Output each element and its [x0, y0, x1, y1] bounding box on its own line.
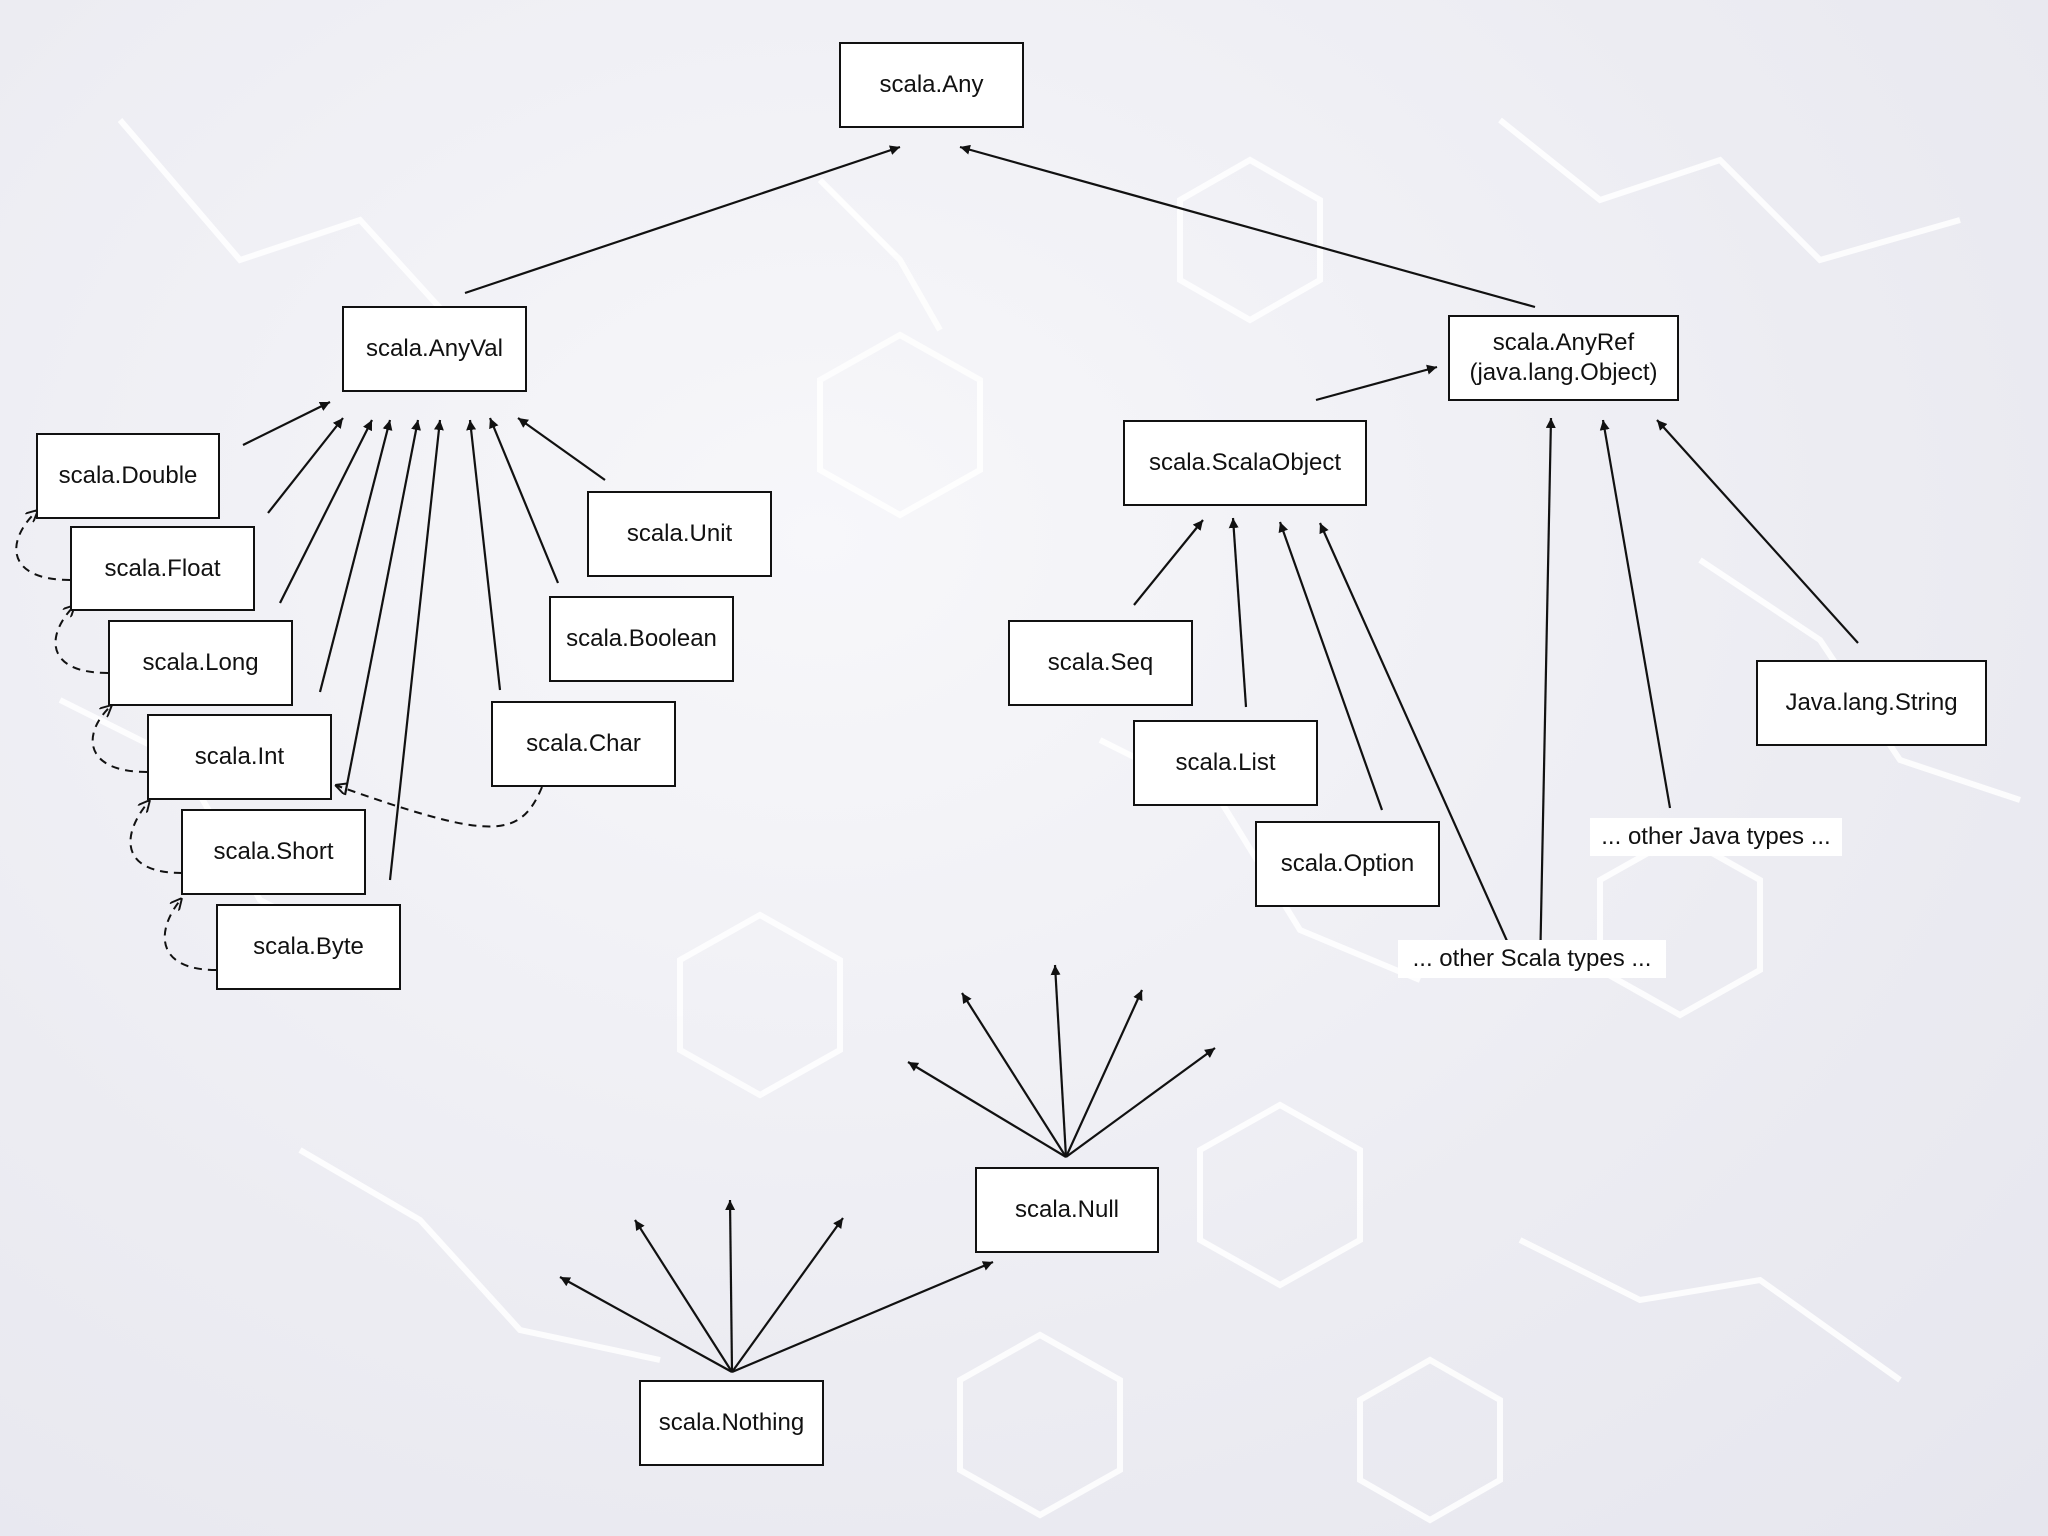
edge-double-anyval [242, 401, 331, 446]
node-scala-boolean: scala.Boolean [549, 596, 734, 682]
node-label-line2: (java.lang.Object) [1469, 359, 1658, 386]
label-other-java-types: ... other Java types ... [1590, 818, 1842, 856]
edge-boolean-anyval [488, 417, 560, 584]
label-other-scala-types: ... other Scala types ... [1398, 940, 1666, 978]
edge-int-long-dashed [91, 705, 148, 773]
edge-list-scalaobject [1228, 517, 1248, 708]
node-label: scala.ScalaObject [1148, 449, 1342, 476]
edge-null-out-3 [1050, 964, 1068, 1158]
edge-string-anyref [1656, 419, 1859, 644]
edge-long-float-dashed [54, 605, 109, 674]
edge-unit-anyval [517, 417, 606, 481]
node-label: scala.Byte [253, 933, 364, 960]
node-scala-any: scala.Any [839, 42, 1024, 128]
node-label: scala.Any [879, 71, 984, 98]
edge-null-out-1 [907, 1061, 1067, 1158]
edge-seq-scalaobject [1133, 519, 1204, 606]
node-label: scala.Int [194, 743, 285, 770]
edge-null-out-5 [1065, 1047, 1216, 1158]
edge-float-double-dashed [15, 510, 71, 581]
node-label: scala.Option [1280, 850, 1415, 877]
node-scala-int: scala.Int [147, 714, 332, 800]
node-label: scala.Boolean [566, 625, 717, 652]
edge-nothing-out-4 [731, 1217, 844, 1373]
node-label: ... other Java types ... [1601, 823, 1831, 850]
node-scala-short: scala.Short [181, 809, 366, 895]
edge-anyref-any [959, 144, 1536, 309]
edge-null-out-2 [961, 992, 1067, 1158]
node-scala-double: scala.Double [36, 433, 220, 519]
node-scala-seq: scala.Seq [1008, 620, 1193, 706]
node-scala-float: scala.Float [70, 526, 255, 611]
edge-option-scalaobject [1278, 521, 1384, 811]
node-label: scala.List [1175, 749, 1276, 776]
node-scala-long: scala.Long [108, 620, 293, 706]
node-label: scala.Short [213, 838, 334, 865]
node-label: Java.lang.String [1785, 689, 1958, 716]
edge-otherjava-anyref [1599, 419, 1672, 809]
edge-int-anyval [318, 419, 393, 693]
edge-otherscala-anyref [1538, 417, 1556, 971]
node-scala-char: scala.Char [491, 701, 676, 787]
node-scala-nothing: scala.Nothing [639, 1380, 824, 1466]
node-label: scala.Double [58, 462, 198, 489]
node-scala-anyval: scala.AnyVal [342, 306, 527, 392]
node-scala-byte: scala.Byte [216, 904, 401, 990]
edge-nothing-out-3 [725, 1199, 736, 1373]
node-scala-option: scala.Option [1255, 821, 1440, 907]
edge-short-anyval [343, 419, 421, 796]
node-scala-unit: scala.Unit [587, 491, 772, 577]
node-label: scala.Char [526, 730, 641, 757]
edge-null-out-4 [1064, 989, 1144, 1158]
edge-byte-anyval [388, 419, 444, 881]
edge-char-int-dashed [335, 785, 543, 828]
edge-otherscala-scalaobject [1318, 522, 1522, 971]
edge-char-anyval [466, 419, 502, 691]
node-label: scala.Nothing [658, 1409, 805, 1436]
node-label: scala.AnyVal [366, 335, 503, 362]
node-label: scala.Seq [1047, 649, 1154, 676]
node-label: scala.Long [142, 649, 259, 676]
edge-byte-short-dashed [163, 898, 217, 971]
node-scala-anyref: scala.AnyRef (java.lang.Object) [1448, 315, 1679, 401]
node-java-lang-string: Java.lang.String [1756, 660, 1987, 746]
node-label-line1: scala.AnyRef [1492, 329, 1635, 356]
node-label: scala.Unit [626, 520, 733, 547]
edge-nothing-out-1 [559, 1276, 733, 1373]
edge-nothing-null [731, 1260, 994, 1374]
edge-nothing-out-2 [634, 1219, 733, 1373]
node-label: scala.Null [1014, 1196, 1120, 1223]
edge-short-int-dashed [129, 800, 183, 874]
edge-float-anyval [267, 417, 344, 514]
node-scala-scalaobject: scala.ScalaObject [1123, 420, 1367, 506]
edge-long-anyval [279, 419, 373, 604]
node-scala-null: scala.Null [975, 1167, 1159, 1253]
node-scala-list: scala.List [1133, 720, 1318, 806]
edge-anyval-any [464, 145, 901, 295]
node-label: scala.Float [104, 554, 221, 582]
edge-scalaobject-anyref [1315, 364, 1438, 402]
node-label: ... other Scala types ... [1412, 945, 1652, 972]
